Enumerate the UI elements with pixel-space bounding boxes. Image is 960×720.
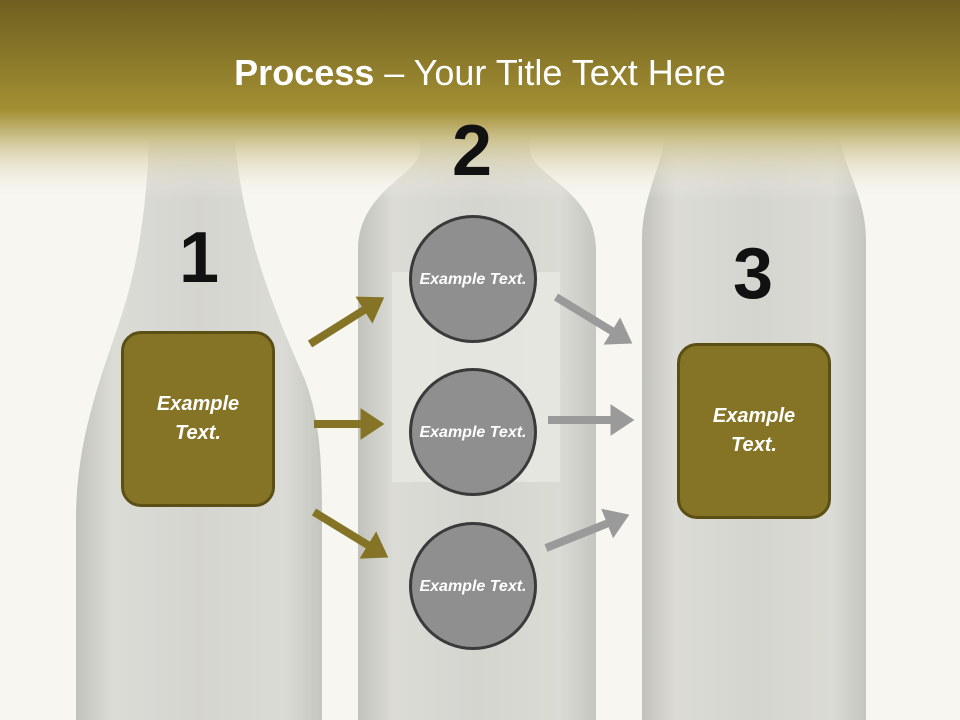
step-1-box: Example Text. xyxy=(121,331,275,507)
step-1-text: Example Text. xyxy=(156,393,240,444)
circle-top-text: Example Text. xyxy=(419,270,527,288)
step-3-text: Example Text. xyxy=(712,405,796,456)
step-number-1: 1 xyxy=(178,218,220,298)
circle-bottom-text: Example Text. xyxy=(419,577,527,595)
title-rest: – Your Title Text Here xyxy=(374,52,726,93)
slide-title: Process – Your Title Text Here xyxy=(0,52,960,94)
title-bold: Process xyxy=(234,52,375,93)
step-3-box: Example Text. xyxy=(677,343,831,519)
step-2-circle-bottom: Example Text. xyxy=(409,522,537,650)
step-number-2: 2 xyxy=(451,111,493,191)
step-2-circle-middle: Example Text. xyxy=(409,368,537,496)
step-2-circle-top: Example Text. xyxy=(409,215,537,343)
circle-middle-text: Example Text. xyxy=(419,423,527,441)
step-number-3: 3 xyxy=(732,234,774,314)
